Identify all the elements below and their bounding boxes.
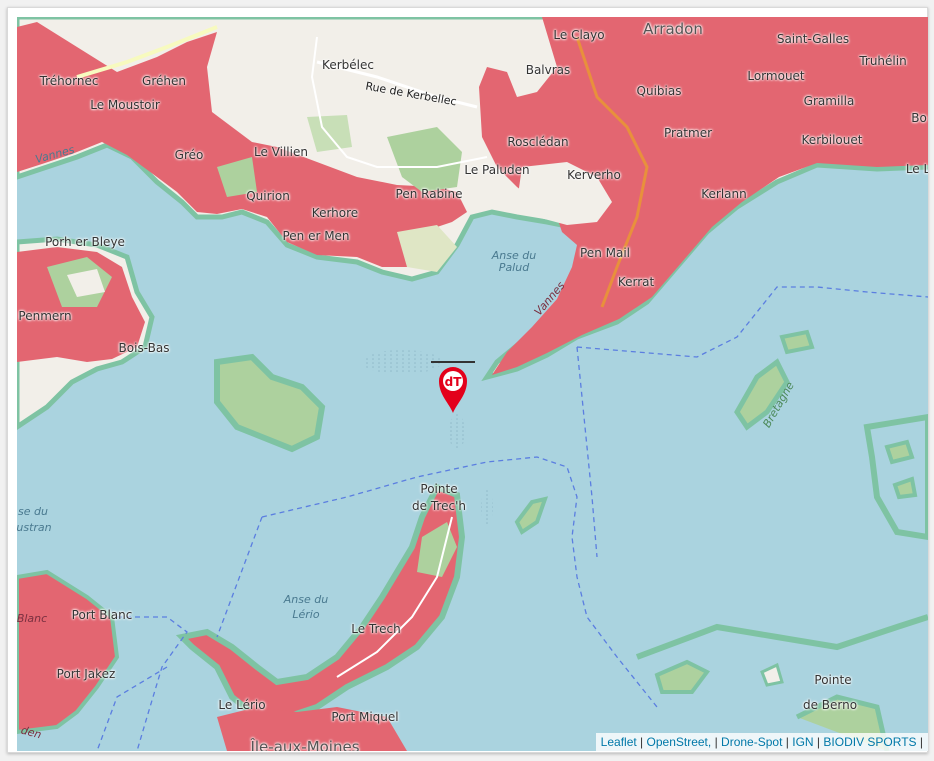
channel-line-5 bbox=[216, 516, 263, 638]
label-le-paluden: Le Paluden bbox=[464, 163, 530, 177]
marker-text: dT bbox=[445, 375, 463, 389]
label-bois-bas: Bois-Bas bbox=[118, 341, 170, 355]
attribution-separator: | bbox=[785, 735, 789, 749]
label-pointe-trech-2: de Trec'h bbox=[412, 499, 466, 513]
label-pen-mail: Pen Mail bbox=[580, 246, 630, 260]
label-kerlann: Kerlann bbox=[701, 187, 747, 201]
label-pointe-berno-1: Pointe bbox=[814, 673, 852, 687]
label-le-lerio: Le Lério bbox=[218, 698, 266, 712]
southeast-shoal bbox=[635, 614, 928, 660]
label-le-clayo: Le Clayo bbox=[553, 28, 605, 42]
residential-arradon bbox=[479, 17, 928, 375]
label-kerhore: Kerhore bbox=[311, 206, 359, 220]
attribution-ign-link[interactable]: IGN bbox=[792, 735, 814, 749]
islet-south-2 bbox=[760, 662, 784, 687]
attribution-drone-spot-link[interactable]: Drone-Spot bbox=[721, 735, 783, 749]
channel-line-3 bbox=[576, 346, 598, 558]
channel-line-6 bbox=[96, 666, 168, 751]
label-trehornec: Tréhornec bbox=[39, 74, 99, 88]
ile-aux-moines-land bbox=[175, 483, 466, 720]
label-pratmer: Pratmer bbox=[663, 126, 713, 140]
map-base-layer bbox=[17, 17, 928, 751]
label-le-moustoir: Le Moustoir bbox=[90, 98, 160, 112]
woods-north-4 bbox=[217, 157, 257, 197]
road-kerbelec bbox=[316, 60, 478, 109]
woods-north-1 bbox=[387, 127, 462, 192]
island-center bbox=[514, 496, 549, 535]
label-anse-lerio-2: Lério bbox=[292, 608, 320, 621]
label-ustran: ustran bbox=[17, 521, 52, 534]
label-penmern: Penmern bbox=[18, 309, 72, 323]
label-kerbilouet: Kerbilouet bbox=[801, 133, 863, 147]
attribution-leaflet-link[interactable]: Leaflet bbox=[600, 735, 637, 749]
island-east-4 bbox=[892, 476, 918, 500]
label-arradon: Arradon bbox=[643, 20, 703, 38]
attribution-separator: | bbox=[919, 735, 923, 749]
label-kerrat: Kerrat bbox=[617, 275, 655, 289]
southwest-land bbox=[17, 569, 120, 735]
road-trech bbox=[336, 516, 453, 678]
label-roscledan: Rosclédan bbox=[507, 135, 569, 149]
island-bretagne bbox=[734, 358, 790, 431]
road-west bbox=[76, 25, 218, 79]
label-port-miquel: Port Miquel bbox=[331, 710, 399, 724]
shoal-3 bbox=[481, 489, 493, 525]
road-main-north bbox=[575, 36, 649, 308]
label-anse-palud-2: Palud bbox=[498, 261, 530, 274]
label-se-du: se du bbox=[18, 505, 48, 518]
label-port-blanc: Port Blanc bbox=[71, 608, 133, 622]
drone-spot-marker[interactable]: dT bbox=[431, 357, 475, 417]
label-anse-lerio-1: Anse du bbox=[283, 593, 329, 606]
label-kerverho: Kerverho bbox=[567, 168, 621, 182]
label-gramilla: Gramilla bbox=[803, 94, 855, 108]
label-kerbelec: Kerbélec bbox=[322, 58, 374, 72]
label-saint-galles: Saint-Galles bbox=[776, 32, 850, 46]
island-east-1 bbox=[779, 329, 815, 355]
islet-south bbox=[654, 659, 711, 694]
attribution-separator: | bbox=[816, 735, 821, 749]
island-west bbox=[214, 353, 326, 453]
shoal-1 bbox=[362, 350, 442, 374]
label-blanc: Blanc bbox=[17, 612, 48, 625]
shoal-2 bbox=[449, 414, 465, 450]
label-le-trech: Le Trech bbox=[351, 622, 401, 636]
label-ile-aux-moines: Île-aux-Moines bbox=[250, 738, 360, 751]
island-east-3 bbox=[884, 439, 915, 465]
label-pen-er-men: Pen er Men bbox=[282, 229, 350, 243]
map-view[interactable]: Kerbélec Rue de Kerbellec Tréhornec Gréh… bbox=[17, 17, 928, 751]
label-greo: Gréo bbox=[174, 148, 204, 162]
map-attribution: Leaflet | OpenStreet, | Drone-Spot | IGN… bbox=[595, 733, 928, 751]
label-pointe-trech-1: Pointe bbox=[420, 482, 458, 496]
woods-north-3 bbox=[307, 115, 352, 152]
label-pen-rabine: Pen Rabine bbox=[395, 187, 463, 201]
label-porh-er-bleye: Porh er Bleye bbox=[45, 235, 125, 249]
label-quibias: Quibias bbox=[636, 84, 682, 98]
label-quirion: Quirion bbox=[246, 189, 290, 203]
attribution-openstreet-link[interactable]: OpenStreet, bbox=[646, 735, 712, 749]
label-pointe-berno-2: de Berno bbox=[802, 698, 858, 712]
attribution-biodiv-link[interactable]: BIODIV SPORTS bbox=[823, 735, 917, 749]
attribution-separator: | bbox=[640, 735, 644, 749]
label-le-l: Le L bbox=[905, 162, 928, 176]
label-grehen: Gréhen bbox=[142, 74, 186, 88]
kerverho-clearing bbox=[517, 162, 612, 225]
label-truhelin: Truhélin bbox=[859, 54, 907, 68]
east-coast-shoal bbox=[863, 413, 928, 541]
residential-northwest bbox=[17, 22, 467, 267]
label-balvras: Balvras bbox=[525, 63, 571, 77]
drone-spot-marker-icon: dT bbox=[431, 361, 475, 413]
attribution-separator: | bbox=[714, 735, 718, 749]
channel-line-1 bbox=[261, 456, 658, 708]
ile-aux-moines-south bbox=[217, 707, 407, 751]
clearing-penmern bbox=[67, 269, 105, 297]
label-le-villien: Le Villien bbox=[254, 145, 308, 159]
woods-north-2 bbox=[397, 225, 457, 272]
label-port-jakez: Port Jakez bbox=[56, 667, 116, 681]
label-bo: Bo bbox=[911, 111, 927, 125]
label-anse-palud-1: Anse du bbox=[491, 249, 537, 262]
label-lormouet: Lormouet bbox=[747, 69, 805, 83]
road-paluden bbox=[310, 36, 488, 168]
